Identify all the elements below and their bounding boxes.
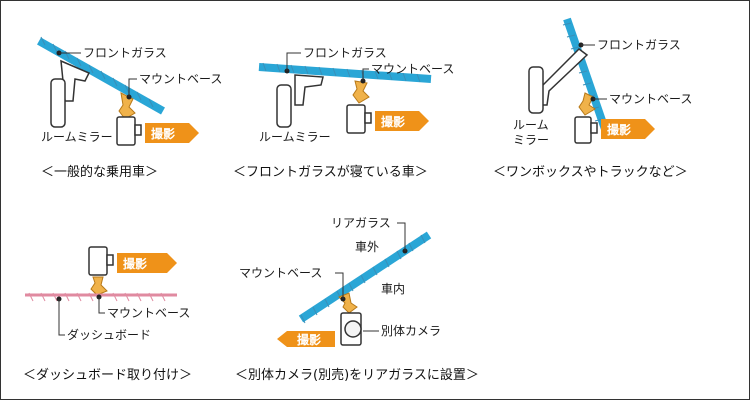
panel-dashboard-mount: 撮影 マウントベース ダッシュボード ＜ダッシュボード取り付け＞ (23, 246, 192, 383)
mount-base (90, 276, 108, 296)
camera (574, 116, 592, 144)
room-mirror (50, 78, 66, 128)
leader-line (397, 222, 406, 251)
label-front-glass: フロントガラス (597, 38, 681, 52)
camera-lens (106, 254, 114, 266)
caption-sloped-windshield: ＜フロントガラスが寝ている車＞ (233, 164, 428, 180)
shoot-label: 撮影 (297, 332, 321, 347)
label-mount-base: マウントベース (371, 62, 454, 76)
camera (116, 116, 136, 146)
label-inside: 車内 (381, 282, 405, 296)
leader-line (98, 297, 105, 314)
camera (88, 246, 108, 276)
panel-rear-glass: 撮影 リアガラス 車外 車内 マウントベース 別体カメラ ＜別体カメラ(別売)を… (235, 216, 479, 383)
camera-lens (590, 122, 598, 134)
label-room-mirror: ルームミラー (259, 130, 331, 144)
label-front-glass: フロントガラス (303, 46, 387, 60)
panel-standard-car: 撮影 フロントガラス マウントベース ルームミラー ＜一般的な乗用車＞ (37, 36, 222, 180)
shoot-badge (277, 331, 335, 347)
label-front-glass: フロントガラス (83, 46, 167, 60)
camera-lens (134, 124, 142, 136)
camera-lens (364, 112, 372, 124)
label-room-mirror-line2: ミラー (513, 133, 549, 147)
label-rear-glass: リアガラス (331, 216, 391, 230)
shoot-badge (375, 111, 429, 131)
mount-base (338, 292, 358, 314)
mirror-arm (540, 48, 589, 106)
label-dashboard: ダッシュボード (67, 327, 151, 342)
label-mount-base: マウントベース (107, 306, 190, 320)
mount-base (118, 92, 136, 120)
leader-line (58, 299, 65, 336)
room-mirror (528, 66, 544, 114)
label-mount-base: マウントベース (609, 92, 692, 106)
caption-standard-car: ＜一般的な乗用車＞ (41, 164, 158, 180)
label-outside: 車外 (355, 240, 379, 254)
camera-lens (344, 320, 362, 338)
leader-line (286, 52, 301, 71)
label-camera: 別体カメラ (381, 324, 441, 338)
leader-line (128, 78, 137, 97)
mirror-arm (294, 74, 324, 106)
shoot-label: 撮影 (381, 114, 405, 129)
shoot-badge (601, 119, 655, 139)
glass-hatching (262, 62, 421, 83)
shoot-label: 撮影 (151, 126, 175, 141)
dashboard-hatching (28, 292, 166, 302)
shoot-label: 撮影 (607, 122, 631, 137)
leader-line (362, 68, 369, 81)
mount-base (352, 80, 370, 104)
caption-van-truck: ＜ワンボックスやトラックなど＞ (493, 165, 688, 180)
shoot-badge (145, 123, 199, 143)
leader-line (335, 272, 344, 299)
label-room-mirror: ルームミラー (41, 130, 113, 144)
shoot-badge (117, 253, 177, 273)
label-mount-base: マウントベース (139, 72, 222, 86)
label-mount-base: マウントベース (239, 266, 322, 280)
caption-rear-glass: ＜別体カメラ(別売)をリアガラスに設置＞ (235, 367, 479, 383)
label-room-mirror-line1: ルーム (513, 118, 549, 132)
room-mirror (276, 84, 292, 128)
camera (346, 104, 366, 134)
panel-van-truck: 撮影 フロントガラス マウントベース ルーム ミラー ＜ワンボックスやトラックな… (493, 17, 692, 180)
glass-hatching (40, 36, 154, 108)
front-glass (563, 17, 611, 137)
caption-dashboard-mount: ＜ダッシュボード取り付け＞ (23, 368, 192, 383)
rear-glass (298, 231, 432, 323)
panel-sloped-windshield: 撮影 フロントガラス マウントベース ルームミラー ＜フロントガラスが寝ている車… (233, 46, 454, 180)
shoot-label: 撮影 (123, 256, 147, 271)
